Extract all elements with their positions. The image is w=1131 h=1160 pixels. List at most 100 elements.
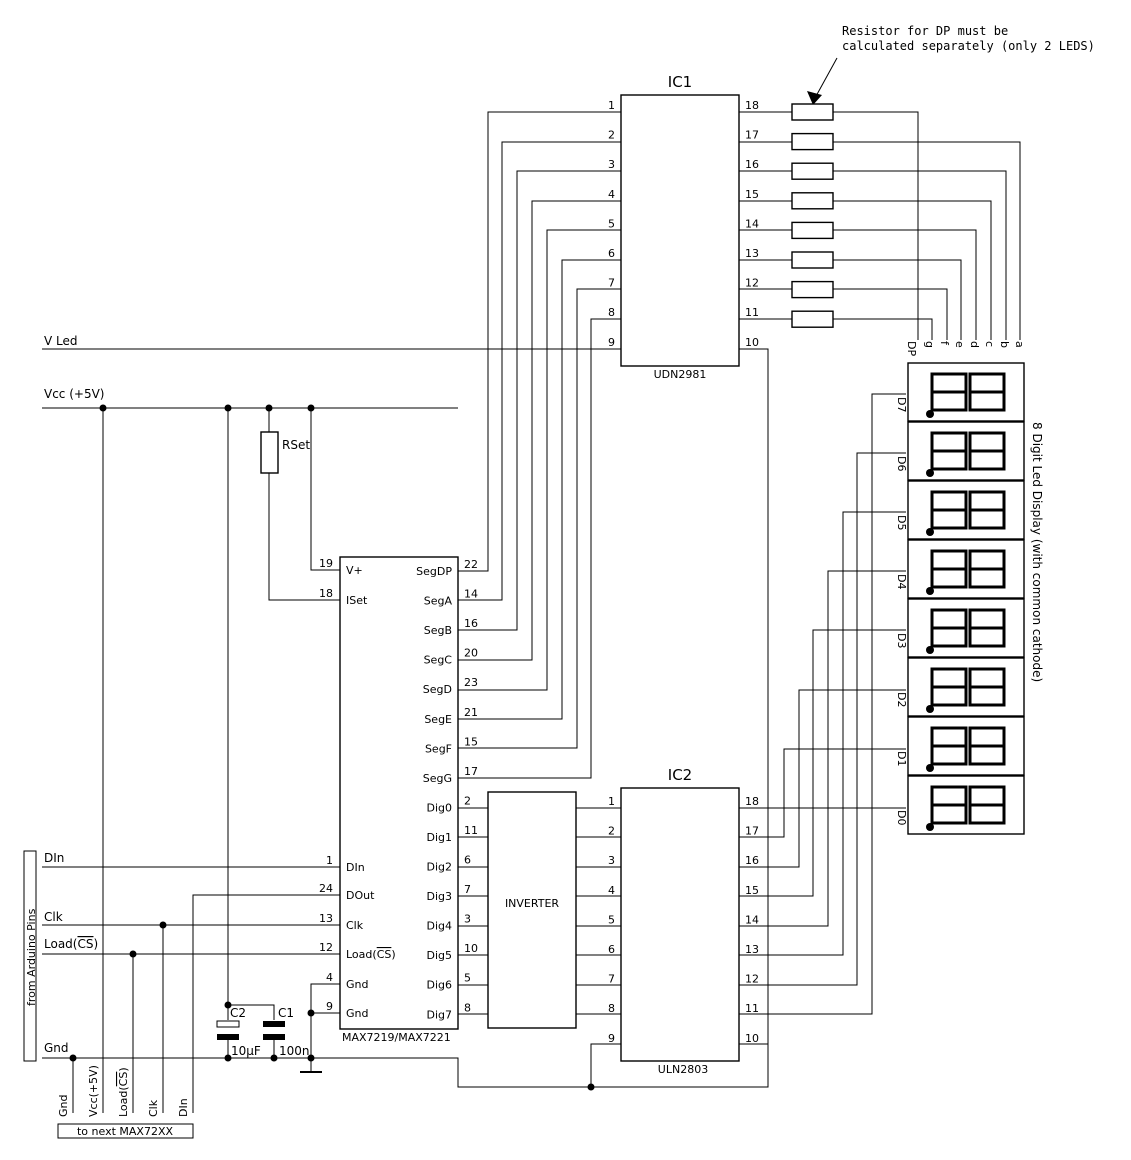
display-digit: D3	[895, 598, 1025, 658]
c2-value: 10µF	[231, 1044, 261, 1058]
pin-number: 12	[745, 973, 759, 986]
display-digit: D7	[895, 362, 1025, 422]
display-title: 8 Digit Led Display (with common cathode…	[1030, 422, 1044, 682]
display-digit: D1	[895, 716, 1025, 776]
segment-resistor	[791, 192, 834, 210]
pin-number: 10	[745, 336, 759, 349]
pin-number: 21	[464, 706, 478, 719]
pin-label: SegDP	[416, 565, 452, 578]
pin-number: 22	[464, 558, 478, 571]
pin-number: 16	[464, 617, 478, 630]
pin-label: Dig3	[426, 890, 452, 903]
pin-number: 18	[319, 587, 333, 600]
pin-number: 6	[608, 247, 615, 260]
pin-number: 16	[745, 158, 759, 171]
pin-number: 7	[464, 883, 471, 896]
pin-number: 6	[464, 854, 471, 867]
c2-name: C2	[230, 1006, 246, 1020]
ic2-name: IC2	[668, 766, 692, 784]
note-line-1: Resistor for DP must be	[842, 24, 1008, 38]
pin-number: 3	[464, 913, 471, 926]
arduino-title: from Arduino Pins	[25, 908, 38, 1006]
pin-number: 4	[326, 971, 333, 984]
capacitor-c1: C1 100n	[263, 1006, 310, 1058]
resistor-bank	[791, 103, 834, 328]
ic2-part: ULN2803	[658, 1063, 708, 1076]
pin-label: DIn	[346, 861, 365, 874]
pin-number: 15	[745, 884, 759, 897]
digit-label: D4	[895, 574, 908, 589]
pin-label: SegF	[425, 742, 452, 755]
pin-number: 1	[326, 854, 333, 867]
segment-resistor	[791, 162, 834, 180]
pin-number: 14	[745, 913, 759, 926]
pin-number: 5	[608, 913, 615, 926]
pin-label: Gnd	[346, 978, 368, 991]
pin-label: Dig7	[426, 1008, 452, 1021]
segment-label: d	[968, 341, 981, 348]
digit-label: D2	[895, 692, 908, 707]
pin-label: SegC	[424, 654, 453, 667]
pin-number: 18	[745, 795, 759, 808]
pin-number: 9	[608, 336, 615, 349]
pin-label: DOut	[346, 889, 375, 902]
pin-number: 10	[745, 1032, 759, 1045]
pin-number: 19	[319, 557, 333, 570]
pin-number: 9	[326, 1000, 333, 1013]
digit-label: D5	[895, 515, 908, 530]
pin-number: 10	[464, 942, 478, 955]
pin-number: 13	[319, 912, 333, 925]
segment-resistor	[791, 103, 834, 121]
ic1-part: UDN2981	[654, 368, 707, 381]
pin-number: 8	[608, 1002, 615, 1015]
display-digit: D6	[895, 421, 1025, 481]
inverter-label: INVERTER	[505, 897, 559, 910]
display-digit: D2	[895, 657, 1025, 717]
arduino-load: Load(CS)	[44, 937, 98, 951]
pin-number: 17	[464, 765, 478, 778]
gnd-label: Gnd	[44, 1041, 69, 1055]
digit-label: D3	[895, 633, 908, 648]
next-title: to next MAX72XX	[77, 1125, 173, 1138]
segment-label: a	[1013, 341, 1026, 348]
segment-resistor	[791, 251, 834, 269]
pin-label: V+	[346, 564, 363, 577]
pin-number: 4	[608, 188, 615, 201]
pin-number: 4	[608, 884, 615, 897]
c1-name: C1	[278, 1006, 294, 1020]
pin-number: 11	[745, 1002, 759, 1015]
arduino-pins-box: from Arduino Pins DIn Clk Load(CS)	[23, 850, 98, 1062]
pin-number: 7	[608, 973, 615, 986]
pin-number: 11	[464, 824, 478, 837]
pin-label: SegG	[423, 772, 452, 785]
segment-label: e	[953, 341, 966, 348]
pin-number: 9	[608, 1032, 615, 1045]
segment-resistor	[791, 221, 834, 240]
c1-value: 100n	[279, 1044, 310, 1058]
segment-label: DP	[905, 341, 918, 356]
digit-label: D1	[895, 751, 908, 766]
pin-label: SegD	[423, 683, 452, 696]
pin-label: Dig1	[426, 831, 452, 844]
pin-label: SegB	[424, 624, 452, 637]
pin-number: 18	[745, 99, 759, 112]
pin-number: 5	[464, 972, 471, 985]
segment-resistor	[791, 280, 834, 299]
pin-number: 13	[745, 943, 759, 956]
note-line-2: calculated separately (only 2 LEDS)	[842, 39, 1095, 53]
pin-label: SegA	[424, 595, 453, 608]
display-digit: D5	[895, 480, 1025, 540]
pin-number: 23	[464, 676, 478, 689]
pin-number: 3	[608, 854, 615, 867]
pin-label: Dig4	[426, 920, 452, 933]
pin-number: 2	[608, 129, 615, 142]
pin-number: 7	[608, 277, 615, 290]
next-label: DIn	[177, 1098, 190, 1117]
pin-number: 11	[745, 306, 759, 319]
pin-label: Dig6	[426, 979, 452, 992]
pin-number: 13	[745, 247, 759, 260]
display-digit: D0	[895, 775, 1025, 835]
pin-number: 8	[464, 1001, 471, 1014]
